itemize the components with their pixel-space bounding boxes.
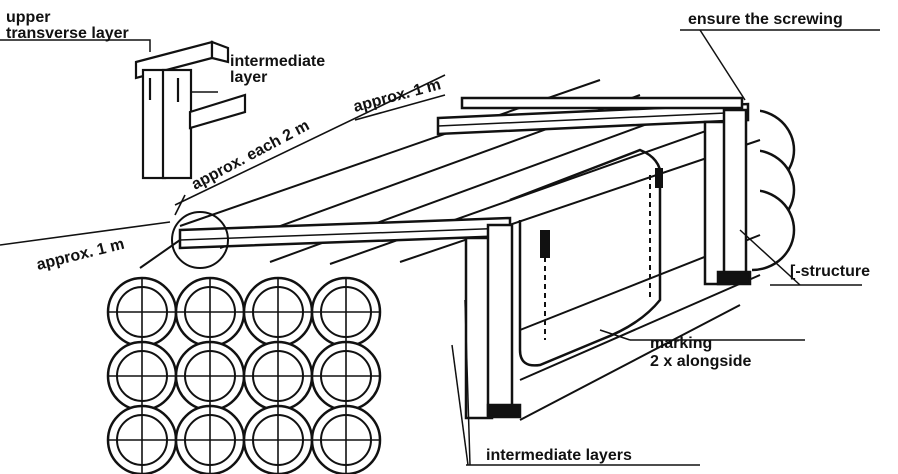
- label-approx-1m-left: approx. 1 m: [35, 236, 126, 274]
- label-intermediate-layers: intermediate layers: [486, 447, 632, 464]
- wrapping-band: [509, 148, 663, 367]
- label-i-structure: [-structure: [790, 263, 870, 280]
- rear-frame: [436, 96, 752, 286]
- label-approx-1m-top: approx. 1 m: [352, 76, 443, 116]
- front-frame: [171, 211, 522, 420]
- label-ensure-screwing: ensure the screwing: [688, 11, 843, 28]
- label-upper-transverse-layer-1: upper: [6, 9, 50, 26]
- label-marking-2: 2 x alongside: [650, 353, 751, 370]
- label-approx-each-2m: approx. each 2 m: [189, 117, 312, 193]
- dimension-lines: [0, 74, 446, 246]
- front-pipe-ends: [106, 276, 382, 474]
- label-marking-1: marking: [650, 335, 712, 352]
- inset-detail: [134, 40, 247, 180]
- label-intermediate-layer-1: intermediate: [230, 53, 325, 70]
- leader-lines: [0, 29, 880, 466]
- label-upper-transverse-layer-2: transverse layer: [6, 25, 129, 42]
- label-intermediate-layer-2: layer: [230, 69, 267, 86]
